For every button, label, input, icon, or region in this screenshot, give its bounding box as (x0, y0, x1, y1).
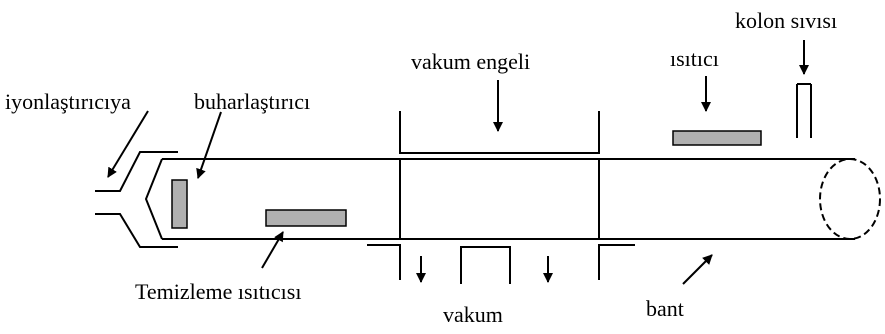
ionizer-arrow (107, 110, 149, 178)
vacuum-barrier-walls (399, 159, 600, 239)
vacuum-label: vakum (443, 302, 503, 327)
cleaning-heater-arrow (261, 231, 284, 269)
vacuum-housing (367, 244, 635, 284)
evaporator-label: buharlaştırıcı (194, 89, 310, 114)
evaporator-arrow (196, 111, 222, 179)
evaporator-block (171, 179, 188, 229)
belt-arrow (682, 254, 713, 285)
column-liquid-pipe (796, 83, 812, 138)
belt-end-ellipse (819, 158, 881, 240)
belt-label: bant (646, 296, 684, 321)
heater-label: ısıtıcı (670, 46, 719, 71)
cleaning-heater-label: Temizleme ısıtıcısı (135, 279, 301, 304)
ionizer-inlet (95, 151, 178, 248)
vacuum-barrier-bracket (399, 111, 600, 154)
heater-block (672, 130, 762, 146)
ionizer-label: iyonlaştırıcıya (5, 89, 131, 114)
column-liquid-label: kolon sıvısı (735, 8, 837, 33)
cleaning-heater-block (265, 209, 347, 227)
belt-tube (144, 158, 855, 240)
vacuum-barrier-label: vakum engeli (411, 49, 530, 74)
